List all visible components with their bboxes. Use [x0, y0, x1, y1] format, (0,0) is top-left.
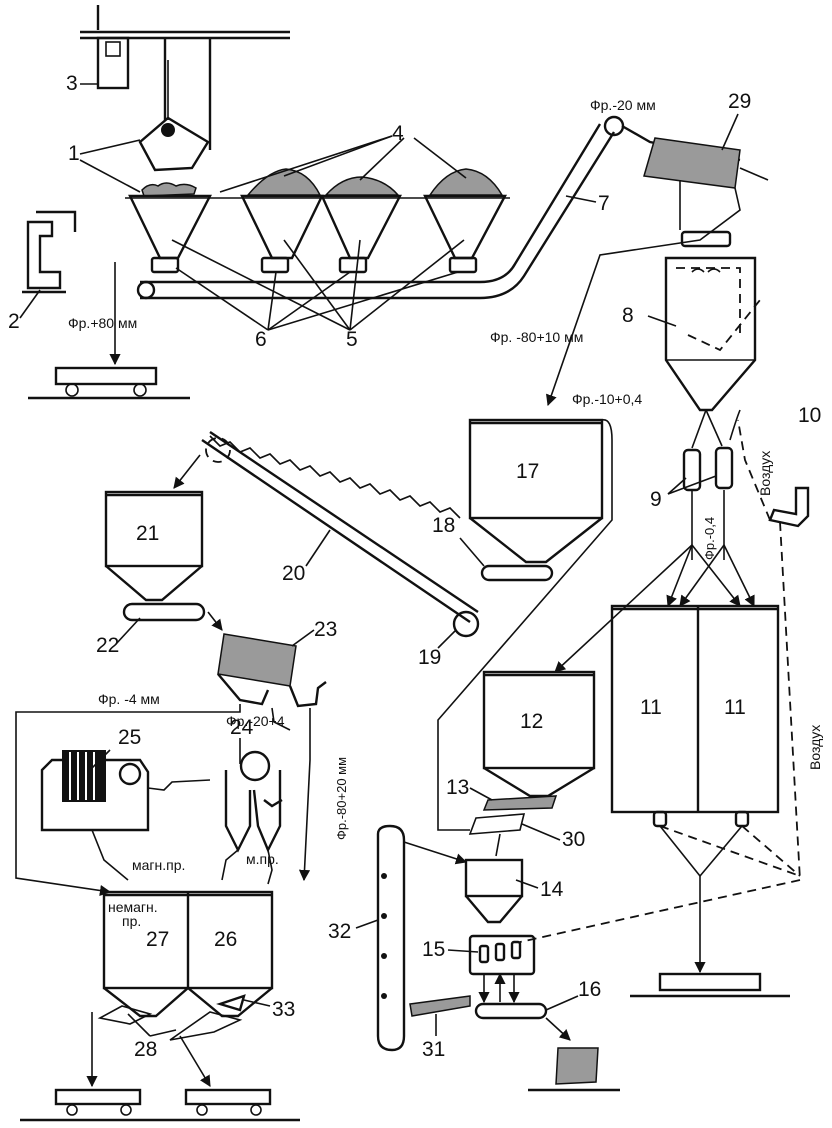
equipment-numbers: 3 1 2 4 6 5 7 29 8 9 10 17 18 21 2	[8, 72, 821, 1061]
label-fraction-minus04: Фр.-0,4	[702, 517, 717, 560]
number-18: 18	[432, 514, 455, 537]
number-2: 2	[8, 310, 20, 333]
number-17: 17	[516, 460, 539, 483]
conveyor-7	[136, 115, 625, 300]
number-15: 15	[422, 938, 445, 961]
label-magnetic-product-short: м.пр.	[246, 851, 279, 867]
number-5: 5	[346, 328, 358, 351]
number-4: 4	[392, 122, 404, 145]
label-fraction-minus80-plus10: Фр. -80+10 мм	[490, 329, 583, 345]
flow-labels: Фр.+80 мм Фр.-20 мм Фр. -80+10 мм Фр.-10…	[68, 97, 823, 929]
number-27: 27	[146, 928, 169, 951]
wagon-plus80	[28, 262, 190, 400]
number-7: 7	[598, 192, 610, 215]
separator-25	[40, 750, 211, 881]
number-11-right: 11	[724, 696, 746, 719]
bin-17	[437, 418, 613, 831]
hopper-row	[125, 168, 510, 274]
number-33: 33	[272, 998, 295, 1021]
number-14: 14	[540, 878, 564, 901]
number-10: 10	[798, 404, 821, 427]
number-21: 21	[136, 522, 159, 545]
number-16: 16	[578, 978, 601, 1001]
stacker-equipment	[22, 210, 77, 294]
number-11-left: 11	[640, 696, 662, 719]
label-fraction-plus80: Фр.+80 мм	[68, 315, 137, 331]
number-31: 31	[422, 1038, 445, 1061]
label-fraction-minus20: Фр.-20 мм	[590, 97, 656, 113]
number-13: 13	[446, 776, 469, 799]
label-fraction-minus20-plus4: Фр.-20+4	[226, 713, 285, 729]
screen-29	[546, 124, 769, 407]
bins-11	[519, 604, 801, 998]
conveyor-20	[173, 431, 480, 638]
grab-bucket	[138, 116, 210, 197]
number-24: 24	[230, 716, 254, 739]
label-air-right: Воздух	[807, 725, 823, 770]
number-9: 9	[650, 488, 662, 511]
number-22: 22	[96, 634, 119, 657]
separator-24	[221, 750, 283, 885]
crusher-8	[664, 230, 761, 412]
bin-14	[464, 858, 620, 1092]
number-26: 26	[214, 928, 237, 951]
bin-12	[468, 670, 596, 857]
bin-21	[104, 490, 206, 622]
bins-26-27	[20, 890, 300, 1122]
number-28: 28	[134, 1038, 157, 1061]
fan-10	[737, 419, 810, 881]
label-fraction-minus10-plus04: Фр.-10+0,4	[572, 391, 642, 407]
number-23: 23	[314, 618, 337, 641]
label-nonmagnetic-line1: немагн.	[108, 899, 158, 915]
label-air-top: Воздух	[757, 451, 773, 496]
number-32: 32	[328, 920, 351, 943]
number-3: 3	[66, 72, 78, 95]
number-25: 25	[118, 726, 141, 749]
elevator-32	[376, 824, 471, 1052]
label-fraction-minus4: Фр. -4 мм	[98, 691, 160, 707]
label-magnetic-product: магн.пр.	[132, 857, 185, 873]
number-29: 29	[728, 90, 751, 113]
number-19: 19	[418, 646, 441, 669]
number-8: 8	[622, 304, 634, 327]
number-30: 30	[562, 828, 585, 851]
label-nonmagnetic-line2: пр.	[122, 913, 141, 929]
number-12: 12	[520, 710, 543, 733]
classifiers-9	[554, 409, 755, 673]
screen-23	[15, 611, 327, 897]
crane-gantry	[80, 5, 290, 150]
number-1: 1	[68, 142, 80, 165]
number-20: 20	[282, 562, 305, 585]
label-fraction-minus80-plus20: Фр.-80+20 мм	[334, 757, 349, 840]
number-6: 6	[255, 328, 267, 351]
